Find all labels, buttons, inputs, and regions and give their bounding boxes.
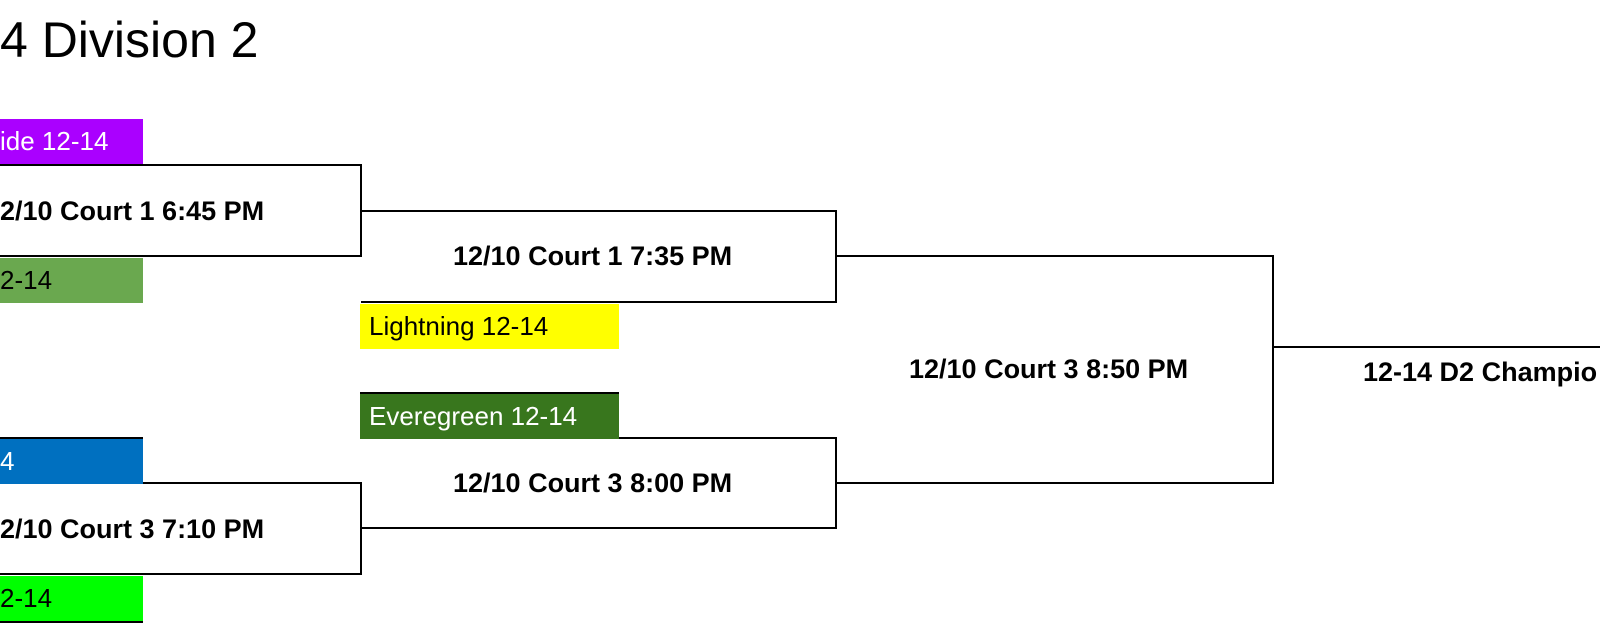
team-label: Lightning 12-14: [369, 311, 549, 341]
team-label: ide 12-14: [0, 126, 109, 156]
team-slot-green: 2-14: [0, 258, 143, 303]
match-label-r1-bottom: 2/10 Court 3 7:10 PM: [0, 514, 265, 544]
team-slot-everegreen: Everegreen 12-14: [360, 392, 619, 439]
team-label: Everegreen 12-14: [369, 401, 578, 431]
team-slot-blue: 4: [0, 437, 143, 484]
match-label-semi-bottom: 12/10 Court 3 8:00 PM: [453, 468, 733, 498]
team-label: 4: [0, 446, 15, 476]
team-label: 2-14: [0, 265, 53, 295]
bracket-line-final: [836, 255, 1274, 484]
team-slot-lightning: Lightning 12-14: [360, 304, 619, 349]
team-slot-riverside: ide 12-14: [0, 119, 143, 164]
match-label-r1-top: 2/10 Court 1 6:45 PM: [0, 196, 265, 226]
champion-label: 12-14 D2 Champio: [1363, 357, 1598, 387]
team-label: 2-14: [0, 583, 53, 613]
team-slot-lime: 2-14: [0, 576, 143, 623]
match-label-semi-top: 12/10 Court 1 7:35 PM: [453, 241, 733, 271]
bracket-title: 4 Division 2: [0, 12, 259, 68]
match-label-final: 12/10 Court 3 8:50 PM: [909, 354, 1189, 384]
